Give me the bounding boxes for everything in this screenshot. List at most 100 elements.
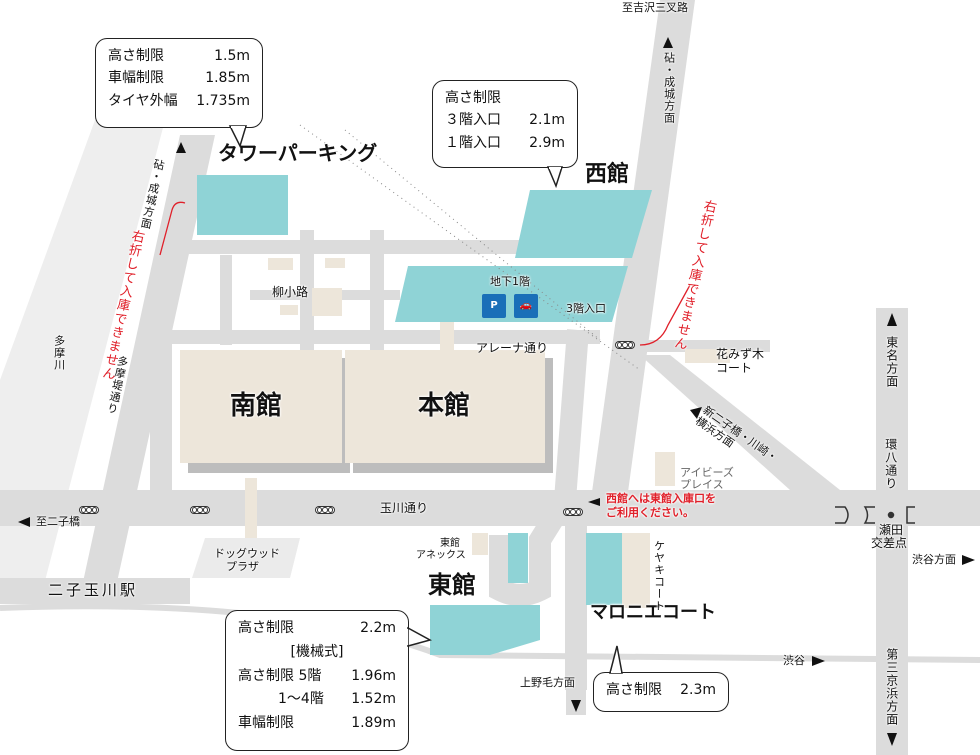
callout-label: 高さ制限 5階 xyxy=(238,667,322,684)
ivys-label-2: プレイス xyxy=(680,478,724,491)
direction-futako: 至二子橋 xyxy=(36,515,80,528)
traffic-signal-icon xyxy=(315,506,335,514)
east-building-callout: 高さ制限 2.2m [機械式] 高さ制限 5階 1.96m 1〜4階 1.52m 車幅… xyxy=(225,610,409,751)
keyaki-court-label: ケヤキコート xyxy=(652,540,666,612)
west-note-line-2: ご利用ください。 xyxy=(606,506,694,519)
callout-label: 車幅制限 xyxy=(238,715,294,732)
arrow-up-tomei-icon xyxy=(887,313,897,326)
callout-value: 1.735m xyxy=(196,92,250,109)
marronnier-court-label: マロニエコート xyxy=(590,602,716,623)
kanpachi-label: 環八通り xyxy=(883,438,898,490)
arrow-up-left-icon xyxy=(176,142,186,153)
arrow-west-note-icon xyxy=(588,498,600,506)
dotted-path-2 xyxy=(344,129,601,341)
arrow-down-daisan-icon xyxy=(887,733,897,746)
ivys-label-1: アイビーズ xyxy=(680,466,734,479)
ramp xyxy=(489,329,589,606)
marronnier-area xyxy=(586,533,622,605)
direction-shibuya-right: 渋谷方面 xyxy=(912,553,956,566)
traffic-signal-icon xyxy=(563,508,583,516)
direction-kaminoge: 上野毛方面 xyxy=(520,676,575,689)
callout-value: 2.2m xyxy=(360,620,396,636)
south-building-label: 南館 xyxy=(230,391,283,421)
mechanical-label: [機械式] xyxy=(290,643,344,660)
right-turn-arrow-left xyxy=(159,201,186,256)
right-turn-arrow-right xyxy=(639,284,691,346)
callout-label: 高さ制限 xyxy=(606,682,662,698)
callout-label: タイヤ外幅 xyxy=(108,92,178,109)
marronnier-callout: 高さ制限 2.3m xyxy=(593,672,729,712)
b1-parking-area xyxy=(395,266,628,322)
dogwood-label-2: プラザ xyxy=(226,560,259,573)
arrow-left-futako-icon xyxy=(18,517,30,527)
tower-parking-area xyxy=(197,175,288,235)
tamagawa-dori-label: 玉川通り xyxy=(380,501,429,515)
callout-value: 1.52m xyxy=(351,691,396,708)
callout-value: 2.9m xyxy=(529,134,565,151)
seta-label-1: 瀬田 xyxy=(879,523,904,537)
arrow-down-kaminoge-icon xyxy=(571,700,581,712)
north-road xyxy=(592,0,695,492)
west-building-label: 西館 xyxy=(585,162,630,187)
direction-tomei: 東名方面 xyxy=(884,336,899,388)
traffic-signal-icon xyxy=(79,506,99,514)
arrow-shinfutako-icon xyxy=(690,407,702,419)
callout-label: 高さ制限 xyxy=(445,90,501,106)
tower-parking-label: タワーパーキング xyxy=(218,141,378,165)
direction-shibuya: 渋谷 xyxy=(783,654,805,667)
main-building xyxy=(345,350,545,463)
tama-river xyxy=(0,120,165,600)
traffic-signal-icon xyxy=(615,341,635,349)
callout-value: 2.1m xyxy=(529,112,565,129)
annex-label-2: アネックス xyxy=(416,550,466,561)
callout-label: 1〜4階 xyxy=(278,691,324,708)
callout-label: １階入口 xyxy=(445,134,501,151)
callout-label: 高さ制限 xyxy=(238,620,294,636)
south-building xyxy=(180,350,342,463)
hanamizuki-label-2: コート xyxy=(716,361,753,375)
west-note-line-1: 西館へは東館入庫口を xyxy=(606,492,716,505)
small-buildings xyxy=(245,258,730,608)
seta-crossing-icon xyxy=(835,506,915,524)
callout-label: 車幅制限 xyxy=(108,70,164,87)
shinfutako-road xyxy=(640,355,840,490)
parking-attendant-icon: P xyxy=(482,294,506,318)
kaminoge-road xyxy=(565,520,587,690)
station-band xyxy=(0,578,190,604)
entrance-3f-label: 3階入口 xyxy=(566,302,606,315)
hanamizuki-road xyxy=(620,340,770,352)
callout-value: 1.89m xyxy=(351,715,396,732)
main-building-label: 本館 xyxy=(418,391,471,421)
arena-dori-label: アレーナ通り xyxy=(476,341,549,355)
hanamizuki-label-1: 花みず木 xyxy=(716,347,765,361)
callout-value: 2.3m xyxy=(680,682,716,698)
direction-kinuta-right: 砧・成城方面 xyxy=(662,52,676,124)
callout-value: 1.96m xyxy=(351,667,396,684)
traffic-signal-icon xyxy=(190,506,210,514)
dogwood-plaza xyxy=(192,538,300,578)
west-building-callout: 高さ制限 ３階入口 2.1m １階入口 2.9m xyxy=(432,80,578,168)
tama-river-label: 多摩川 xyxy=(52,335,66,371)
arrow-right-shibuya2-icon xyxy=(812,656,825,666)
east-building-label: 東館 xyxy=(428,571,476,599)
dogwood-label-1: ドッグウッド xyxy=(214,547,280,560)
futakotamagawa-station-label: 二子玉川駅 xyxy=(48,581,139,599)
kanpachi-road xyxy=(876,308,908,755)
callout-value: 1.5m xyxy=(214,48,250,64)
direction-daisan: 第三京浜方面 xyxy=(884,648,899,726)
east-building-area xyxy=(430,605,540,655)
callout-label: ３階入口 xyxy=(445,112,501,129)
west-building-area xyxy=(515,190,652,258)
yanagi-koji-label: 柳小路 xyxy=(272,285,309,299)
b1-label: 地下1階 xyxy=(490,275,530,288)
tamagawa-dori-road xyxy=(0,490,980,526)
annex-label-1: 東館 xyxy=(440,538,460,549)
arrow-right-shibuya-icon xyxy=(962,555,975,565)
direction-top: 至吉沢三叉路 xyxy=(622,1,688,14)
east-building-area-upper xyxy=(508,533,528,583)
seta-label-2: 交差点 xyxy=(871,536,908,550)
